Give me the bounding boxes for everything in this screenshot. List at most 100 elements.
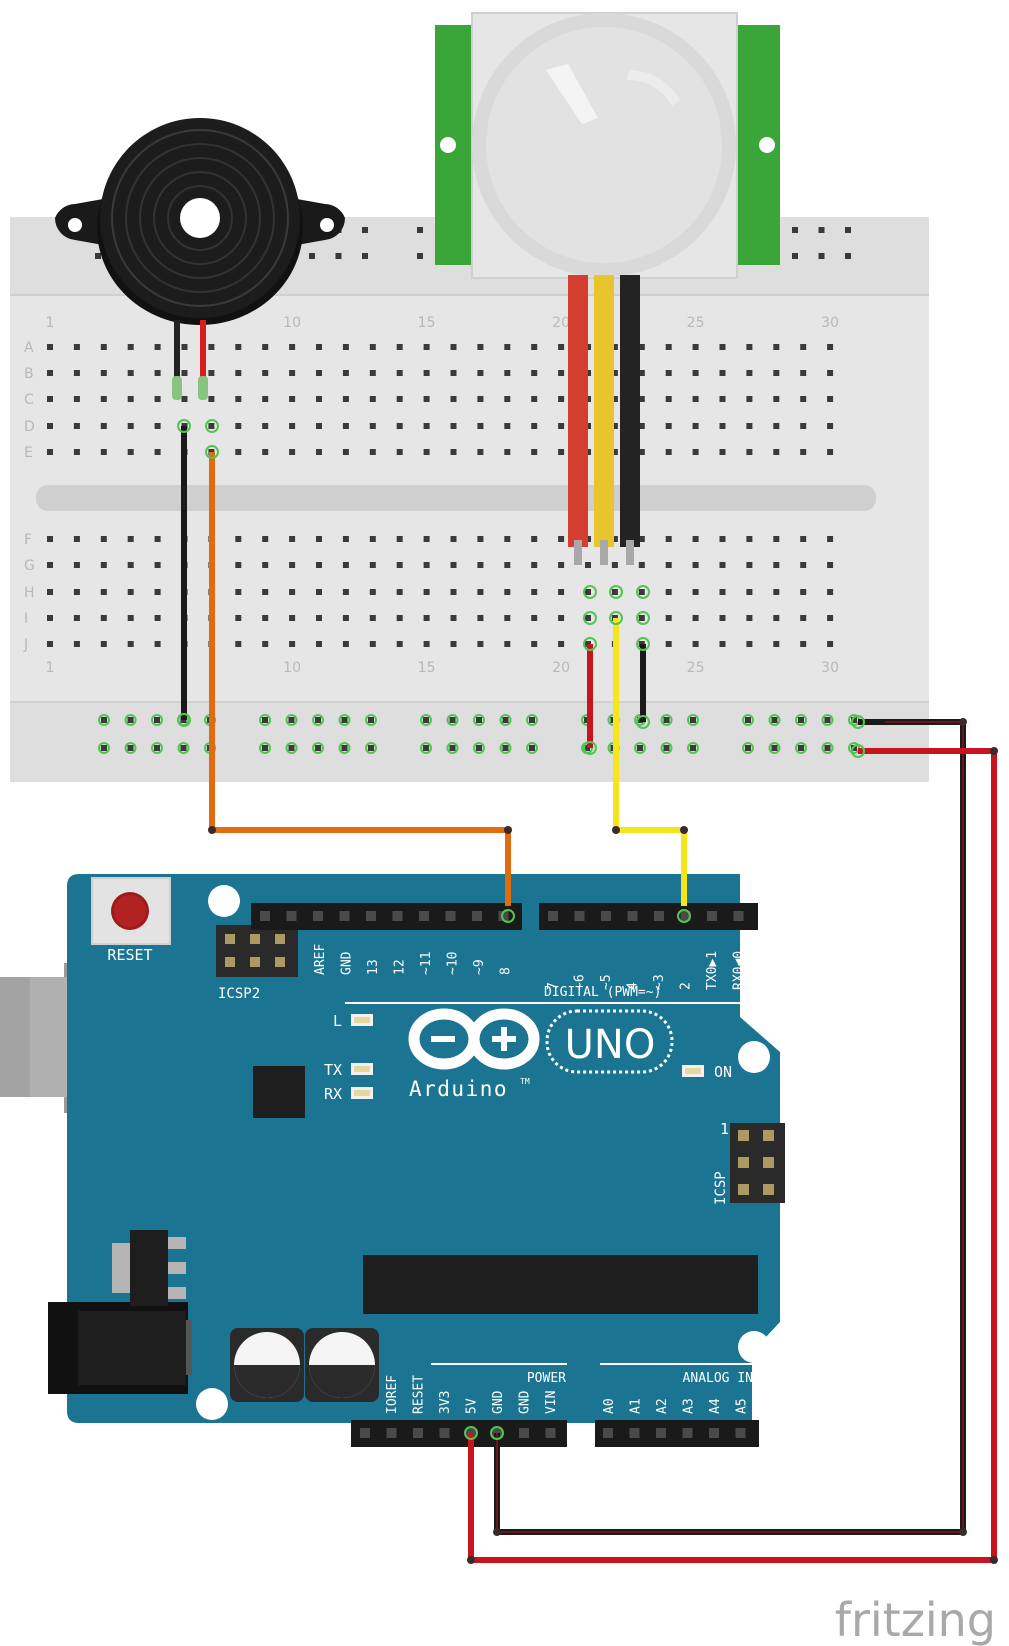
breadboard-hole[interactable] (396, 562, 403, 568)
breadboard-hole[interactable] (289, 423, 296, 429)
breadboard-hole[interactable] (396, 589, 403, 595)
breadboard-hole[interactable] (127, 536, 134, 542)
rail-hole[interactable] (368, 745, 374, 751)
header-pin[interactable] (733, 911, 744, 921)
breadboard-hole[interactable] (369, 615, 376, 621)
breadboard-hole[interactable] (235, 615, 242, 621)
breadboard-hole[interactable] (316, 641, 322, 647)
breadboard-hole[interactable] (531, 562, 538, 568)
breadboard-hole[interactable] (746, 641, 753, 647)
breadboard-hole[interactable] (154, 396, 161, 402)
breadboard-hole[interactable] (692, 423, 699, 429)
breadboard-hole[interactable] (719, 641, 726, 647)
breadboard-hole[interactable] (262, 396, 269, 402)
breadboard-hole[interactable] (127, 641, 134, 647)
rail-hole[interactable] (792, 253, 798, 259)
breadboard-hole[interactable] (342, 562, 349, 568)
breadboard-hole[interactable] (611, 449, 618, 455)
breadboard-hole[interactable] (47, 344, 53, 350)
breadboard-hole[interactable] (692, 615, 699, 621)
breadboard-hole[interactable] (47, 423, 53, 429)
breadboard-hole[interactable] (181, 396, 188, 402)
breadboard-hole[interactable] (47, 641, 53, 647)
breadboard-hole[interactable] (800, 423, 807, 429)
breadboard-hole[interactable] (611, 396, 618, 402)
breadboard-hole[interactable] (558, 370, 565, 376)
breadboard-hole[interactable] (396, 641, 403, 647)
breadboard-hole[interactable] (262, 449, 269, 455)
header-pin[interactable] (439, 1428, 450, 1438)
breadboard-hole[interactable] (585, 615, 591, 621)
rail-hole[interactable] (845, 253, 851, 259)
breadboard-hole[interactable] (558, 344, 565, 350)
breadboard-hole[interactable] (638, 396, 645, 402)
breadboard-hole[interactable] (692, 562, 699, 568)
breadboard-hole[interactable] (800, 641, 807, 647)
rail-hole[interactable] (449, 745, 456, 751)
breadboard-hole[interactable] (369, 423, 376, 429)
breadboard-hole[interactable] (611, 536, 618, 542)
breadboard-hole[interactable] (827, 396, 834, 402)
breadboard-hole[interactable] (638, 562, 645, 568)
rail-hole[interactable] (288, 745, 295, 751)
breadboard-hole[interactable] (477, 423, 484, 429)
breadboard-hole[interactable] (531, 370, 538, 376)
breadboard-hole[interactable] (504, 536, 511, 542)
breadboard-hole[interactable] (127, 370, 134, 376)
breadboard-hole[interactable] (558, 423, 565, 429)
breadboard-hole[interactable] (450, 396, 457, 402)
breadboard-hole[interactable] (719, 562, 726, 568)
breadboard-hole[interactable] (773, 589, 780, 595)
breadboard-hole[interactable] (558, 396, 565, 402)
breadboard-hole[interactable] (289, 615, 296, 621)
breadboard-hole[interactable] (773, 449, 780, 455)
header-pin[interactable] (366, 911, 376, 921)
breadboard-hole[interactable] (154, 589, 161, 595)
breadboard-hole[interactable] (208, 396, 215, 402)
breadboard-hole[interactable] (800, 589, 807, 595)
header-pin[interactable] (392, 911, 403, 921)
breadboard-hole[interactable] (316, 396, 322, 402)
breadboard-hole[interactable] (558, 536, 565, 542)
breadboard-hole[interactable] (47, 449, 53, 455)
breadboard-hole[interactable] (558, 589, 565, 595)
breadboard-hole[interactable] (208, 370, 215, 376)
breadboard-hole[interactable] (289, 589, 296, 595)
breadboard-hole[interactable] (800, 449, 807, 455)
rail-hole[interactable] (154, 745, 160, 751)
breadboard-hole[interactable] (262, 536, 269, 542)
breadboard-hole[interactable] (342, 370, 349, 376)
breadboard-hole[interactable] (289, 641, 296, 647)
header-pin[interactable] (445, 911, 456, 921)
breadboard-hole[interactable] (746, 449, 753, 455)
breadboard-hole[interactable] (719, 589, 726, 595)
header-pin[interactable] (627, 911, 638, 921)
breadboard-hole[interactable] (423, 536, 430, 542)
rail-hole[interactable] (127, 745, 134, 751)
breadboard-hole[interactable] (262, 589, 269, 595)
breadboard-hole[interactable] (47, 536, 53, 542)
breadboard-hole[interactable] (100, 396, 107, 402)
breadboard-hole[interactable] (154, 449, 161, 455)
breadboard-hole[interactable] (262, 370, 269, 376)
breadboard-hole[interactable] (773, 370, 780, 376)
breadboard-hole[interactable] (665, 589, 672, 595)
rail-hole[interactable] (341, 717, 348, 723)
breadboard-hole[interactable] (638, 589, 645, 595)
breadboard-hole[interactable] (100, 589, 107, 595)
breadboard-hole[interactable] (746, 423, 753, 429)
breadboard-hole[interactable] (827, 536, 834, 542)
breadboard-hole[interactable] (477, 536, 484, 542)
breadboard-hole[interactable] (665, 536, 672, 542)
breadboard-hole[interactable] (73, 423, 80, 429)
breadboard-hole[interactable] (773, 615, 780, 621)
header-pin[interactable] (601, 911, 611, 921)
breadboard-hole[interactable] (504, 589, 511, 595)
breadboard-hole[interactable] (692, 344, 699, 350)
breadboard-hole[interactable] (477, 396, 484, 402)
rail-hole[interactable] (417, 253, 423, 259)
rail-hole[interactable] (690, 745, 696, 751)
breadboard-hole[interactable] (235, 449, 242, 455)
breadboard-hole[interactable] (100, 641, 107, 647)
breadboard-hole[interactable] (477, 589, 484, 595)
